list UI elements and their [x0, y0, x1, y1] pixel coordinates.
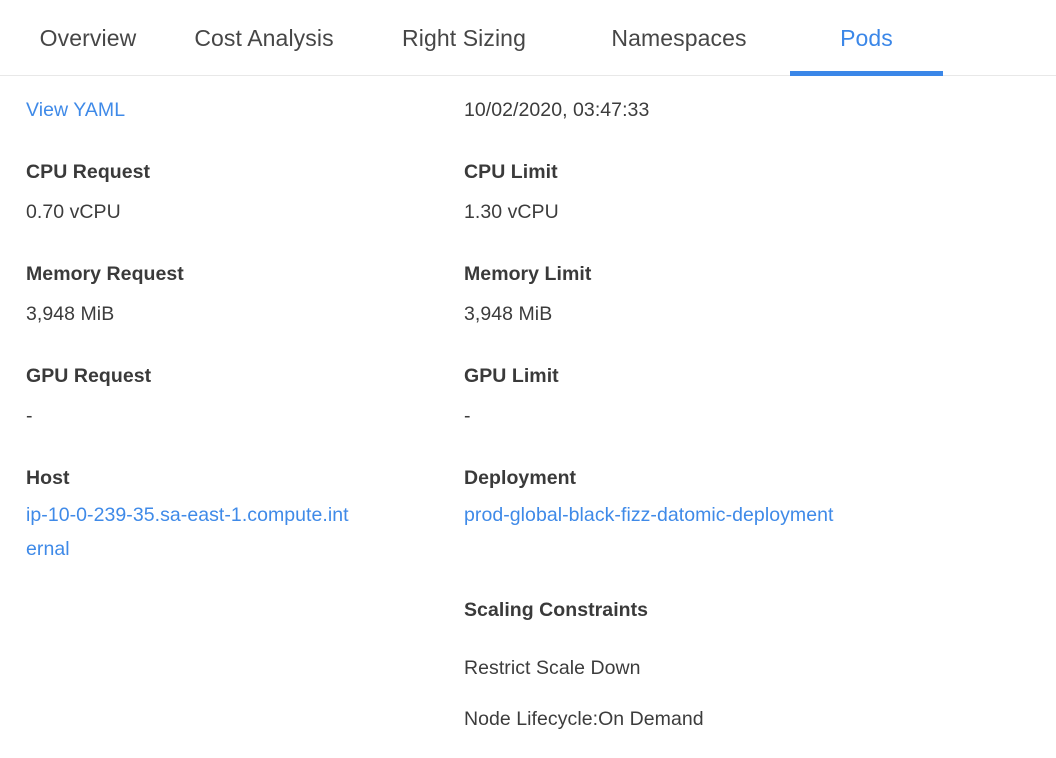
tab-namespaces[interactable]: Namespaces	[568, 0, 790, 76]
cpu-limit-label-text: CPU Limit	[464, 161, 558, 183]
deployment-label-text: Deployment	[464, 467, 577, 489]
view-yaml-link[interactable]: View YAML	[26, 99, 126, 121]
cpu-limit-value: 1.30 vCPU	[464, 199, 559, 225]
gpu-limit-label: GPU Limit	[464, 363, 559, 389]
cpu-request-value-text: 0.70 vCPU	[26, 201, 121, 223]
scaling-constraint-text: Restrict Scale Down	[464, 657, 641, 679]
cpu-request-label: CPU Request	[26, 159, 150, 185]
scaling-constraints-label: Scaling Constraints	[464, 597, 648, 623]
gpu-request-value: -	[26, 403, 33, 429]
deployment-link[interactable]: prod-global-black-fizz-datomic-deploymen…	[464, 504, 834, 526]
deployment-value: prod-global-black-fizz-datomic-deploymen…	[464, 498, 854, 532]
host-label: Host	[26, 465, 70, 491]
memory-request-value-text: 3,948 MiB	[26, 303, 115, 325]
gpu-request-label: GPU Request	[26, 363, 151, 389]
memory-limit-label: Memory Limit	[464, 261, 591, 287]
host-label-text: Host	[26, 467, 70, 489]
gpu-request-value-text: -	[26, 405, 33, 427]
cpu-limit-value-text: 1.30 vCPU	[464, 201, 559, 223]
tab-list: Overview Cost Analysis Right Sizing Name…	[0, 0, 1056, 76]
memory-limit-value: 3,948 MiB	[464, 301, 552, 327]
host-link[interactable]: ip-10-0-239-35.sa-east-1.compute.interna…	[26, 504, 349, 560]
timestamp-text: 10/02/2020, 03:47:33	[464, 99, 650, 121]
timestamp-row: 10/02/2020, 03:47:33	[464, 97, 649, 123]
cpu-request-value: 0.70 vCPU	[26, 199, 121, 225]
tab-bar: Overview Cost Analysis Right Sizing Name…	[0, 0, 1056, 76]
tab-overview[interactable]: Overview	[8, 0, 168, 76]
deployment-label: Deployment	[464, 465, 576, 491]
gpu-limit-value-text: -	[464, 405, 471, 427]
memory-limit-label-text: Memory Limit	[464, 263, 592, 285]
tab-cost-analysis[interactable]: Cost Analysis	[168, 0, 360, 76]
tab-pods[interactable]: Pods	[790, 0, 943, 76]
gpu-limit-label-text: GPU Limit	[464, 365, 559, 387]
memory-limit-value-text: 3,948 MiB	[464, 303, 553, 325]
scaling-constraints-label-text: Scaling Constraints	[464, 599, 649, 621]
gpu-limit-value: -	[464, 403, 471, 429]
host-value: ip-10-0-239-35.sa-east-1.compute.interna…	[26, 498, 356, 566]
scaling-constraint-text: Node Lifecycle:On Demand	[464, 708, 704, 730]
memory-request-label: Memory Request	[26, 261, 184, 287]
view-yaml-row: View YAML	[26, 97, 125, 123]
gpu-request-label-text: GPU Request	[26, 365, 152, 387]
scaling-constraint-node-lifecycle: Node Lifecycle:On Demand	[464, 706, 704, 732]
memory-request-label-text: Memory Request	[26, 263, 184, 285]
memory-request-value: 3,948 MiB	[26, 301, 114, 327]
tab-right-sizing[interactable]: Right Sizing	[360, 0, 568, 76]
cpu-limit-label: CPU Limit	[464, 159, 558, 185]
scaling-constraint-restrict-scale-down: Restrict Scale Down	[464, 655, 641, 681]
cpu-request-label-text: CPU Request	[26, 161, 151, 183]
